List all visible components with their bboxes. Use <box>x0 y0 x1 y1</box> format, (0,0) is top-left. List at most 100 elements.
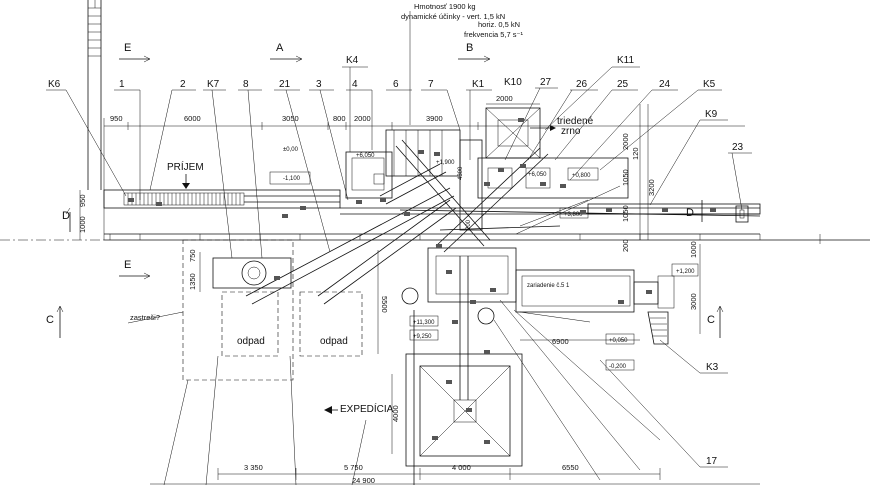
part-k10: K10 <box>504 77 522 88</box>
dim-2000-right: 2000 <box>621 133 630 150</box>
dim-3000: 3000 <box>689 293 698 310</box>
level-000: ±0,00 <box>283 147 299 153</box>
part-21: 21 <box>279 79 291 90</box>
dim-4300: 4300 <box>458 166 464 180</box>
hatched-markers <box>128 118 716 444</box>
reception-conveyor: PRÍJEM -1,100 ±0,00 <box>103 147 341 209</box>
dim-750: 750 <box>188 249 197 262</box>
part-k5: K5 <box>703 79 716 90</box>
part-k1: K1 <box>472 79 485 90</box>
section-a: A <box>276 42 284 54</box>
section-c-left-label: C <box>46 314 54 326</box>
dim-3200: 3200 <box>647 179 656 196</box>
part-24: 24 <box>659 79 671 90</box>
section-b: B <box>466 42 473 54</box>
dim-3900: 3900 <box>426 114 443 123</box>
left-dims: D 950 1000 <box>62 190 87 240</box>
dim-200-a: 200 <box>621 239 630 252</box>
dim-1350: 1350 <box>188 273 197 290</box>
right-conveyor: D <box>587 200 761 223</box>
part-labels: K6 1 2 K7 8 21 3 K4 4 6 7 K1 <box>46 55 752 259</box>
part-2: 2 <box>180 79 186 90</box>
section-d-left: D <box>62 210 70 222</box>
part-k11: K11 <box>617 55 634 66</box>
dim-4000-horiz: 4 000 <box>452 463 471 472</box>
label-prijem: PRÍJEM <box>167 160 204 173</box>
part-17: 17 <box>706 456 718 467</box>
part-k6: K6 <box>48 79 61 90</box>
part-1: 1 <box>119 79 125 90</box>
effects-note: dynamické účinky - vert. 1,5 kN <box>401 12 505 21</box>
central-structures: +6,050 +1,900 4300 200 triedené zrno +6,… <box>345 104 656 252</box>
dim-1000-left: 1000 <box>78 216 87 233</box>
dim-6550: 6550 <box>562 463 579 472</box>
label-triedene: triedené <box>557 116 594 127</box>
section-c-left: C <box>46 305 64 338</box>
dim-24900: 24 900 <box>352 476 375 485</box>
dim-2000-k10: 2000 <box>496 94 513 103</box>
level-6050-b: +6,050 <box>528 172 547 178</box>
weight-note: Hmotnosť 1900 kg <box>414 2 476 11</box>
level-minus-0200: -0,200 <box>609 364 627 370</box>
part-k3: K3 <box>706 362 719 373</box>
dim-950-left: 950 <box>78 194 87 207</box>
label-expedicia: EXPEDÍCIA <box>340 402 394 415</box>
level-11300: +11,300 <box>413 320 435 326</box>
dim-2000-top: 2000 <box>354 114 371 123</box>
dim-3050: 3050 <box>282 114 299 123</box>
part-4: 4 <box>352 79 358 90</box>
part-k9: K9 <box>705 109 718 120</box>
section-e-top: E <box>124 42 131 54</box>
top-vertical-duct <box>87 0 102 190</box>
dim-6900: 6900 <box>552 337 569 346</box>
part-25: 25 <box>617 79 629 90</box>
top-dimension-line: 950 6000 3050 800 2000 3900 2000 <box>103 94 745 240</box>
part-23: 23 <box>732 142 744 153</box>
expedition-area: +11,300 +9,250 EXPEDÍCIA 4000 5500 <box>324 250 523 467</box>
floor-lines <box>0 207 870 244</box>
part-3: 3 <box>316 79 322 90</box>
level-minus-1100: -1,100 <box>283 176 301 182</box>
level-0050: +0,050 <box>609 338 628 344</box>
label-odpad-2: odpad <box>320 336 348 347</box>
label-odpad-1: odpad <box>237 336 265 347</box>
dim-5500: 5500 <box>380 296 389 313</box>
level-0800: +0,800 <box>572 173 591 179</box>
dim-5750: 5 750 <box>344 463 363 472</box>
dim-6000: 6000 <box>184 114 201 123</box>
section-c-right-label: C <box>707 314 715 326</box>
dim-4000-vert: 4000 <box>391 405 400 422</box>
dim-120: 120 <box>631 147 640 160</box>
section-d-right: D <box>686 207 694 219</box>
part-26: 26 <box>576 79 588 90</box>
load-notes: Hmotnosť 1900 kg dynamické účinky - vert… <box>401 2 523 125</box>
level-1900: +1,900 <box>436 160 455 166</box>
horiz-note: horiz. 0,5 kN <box>478 20 520 29</box>
section-e-mid: E <box>124 259 131 271</box>
lower-machinery: zariadenie č.5 1 +1,200 1000 3000 C +0,0… <box>401 241 728 485</box>
part-6: 6 <box>393 79 399 90</box>
level-1200: +1,200 <box>676 269 695 275</box>
dim-1050: 1050 <box>621 169 630 186</box>
dim-800: 800 <box>333 114 346 123</box>
label-zrno: zrno <box>561 126 581 137</box>
waste-bins: odpad odpad E 750 1350 zastreši? <box>119 239 363 381</box>
dim-200-b: 200 <box>466 219 472 230</box>
level-3800: +3,800 <box>564 212 583 218</box>
inclined-conveyors <box>245 139 761 305</box>
bottom-dimensions: 3 350 5 750 4 000 6550 24 900 17 <box>150 355 760 485</box>
dim-1000-right: 1000 <box>689 241 698 258</box>
dim-3350: 3 350 <box>244 463 263 472</box>
dim-950-top: 950 <box>110 114 123 123</box>
frequency-note: frekvencia 5,7 s⁻¹ <box>464 30 523 39</box>
level-9250: +9,250 <box>413 334 432 340</box>
part-7: 7 <box>428 79 434 90</box>
part-27: 27 <box>540 77 552 88</box>
part-k7: K7 <box>207 79 220 90</box>
label-zariadenie: zariadenie č.5 1 <box>527 283 570 289</box>
part-8: 8 <box>243 79 249 90</box>
section-markers-top: E A B <box>119 42 491 63</box>
part-k4: K4 <box>346 55 359 66</box>
level-6050: +6,050 <box>356 153 375 159</box>
